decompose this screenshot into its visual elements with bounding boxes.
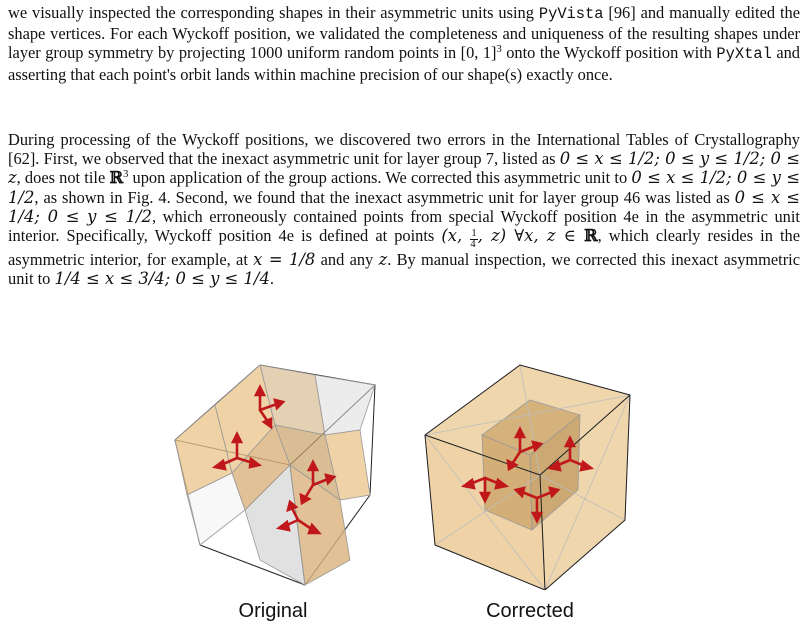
original-asymmetric-units [174,364,376,586]
text: and asserting that each point's orbit la… [8,43,800,84]
fraction-denominator: 4 [470,239,476,251]
original-arrows [211,384,337,535]
math-inline: z [378,250,388,270]
code-pyvista: PyVista [538,5,604,23]
math-interval: [0, 1] [460,43,497,63]
math-inline: x = 1/8 [253,250,316,270]
text: upon application of the group actions. W… [128,168,632,188]
code-pyxtal: PyXtal [716,45,772,64]
text: [96] and manually edited the shape verti… [8,3,800,63]
math-inline: 1/4 ≤ x ≤ 3/4; 0 ≤ y ≤ 1/4 [54,269,270,289]
math-reals: ℝ [583,226,598,246]
caption-original: Original [238,600,308,622]
caption-corrected: Corrected [486,600,574,622]
figure-asymmetric-units: Original Corrected [0,360,808,632]
corrected-cube-diagram [424,364,631,590]
text: onto the Wyckoff position with [501,43,717,63]
corrected-arrows [460,426,595,524]
corrected-diagonals [424,364,631,590]
original-cube-diagram [173,364,377,586]
paragraph-errors: During processing of the Wyckoff positio… [8,130,800,288]
text: , which clearly resides in the asymmetri… [8,226,800,270]
text: , does not tile [16,168,110,188]
paragraph-validation: we visually inspected the corresponding … [8,3,800,84]
math-reals: ℝ [109,168,124,188]
text: and any [315,250,379,270]
text: . By manual inspection, we corrected thi… [8,250,801,289]
text: we visually inspected the corresponding … [8,3,539,22]
math-inline: 0 ≤ x ≤ 1/2; 0 ≤ y ≤ 1/2 [8,168,800,207]
text: , which erroneously contained points fro… [8,206,800,246]
math-inline: 0 ≤ x ≤ 1/2; 0 ≤ y ≤ 1/2; 0 ≤ z [8,149,800,188]
math-inline: 0 ≤ x ≤ 1/4; 0 ≤ y ≤ 1/2 [8,187,800,226]
text: . [269,269,274,289]
math-inline: (x, [441,226,471,246]
fraction-numerator: 1 [470,228,478,241]
corrected-wireframe [424,364,631,590]
corrected-cube-faces [424,364,631,590]
math-exponent: 3 [496,44,502,56]
math-inline: , z) ∀x, z ∈ [477,226,584,246]
math-exponent: 3 [123,169,129,181]
text: , as shown in Fig. 4. Second, we found t… [34,187,735,207]
text: During processing of the Wyckoff positio… [8,130,800,169]
